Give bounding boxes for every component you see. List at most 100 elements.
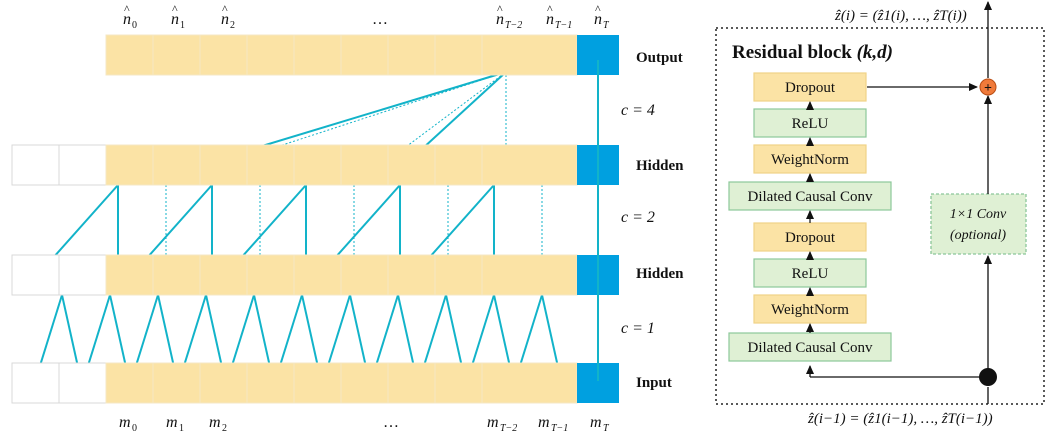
timestep-cell: [481, 144, 578, 186]
timestep-cell: [105, 362, 154, 404]
timestep-cell: [434, 362, 483, 404]
dilated-connections: [33, 71, 563, 386]
svg-text:n: n: [594, 11, 602, 28]
output-label-ellipsis: …: [372, 11, 388, 28]
timestep-cell: [246, 144, 295, 186]
dilation-label-1: c = 1: [621, 320, 655, 337]
layer-label-output: Output: [636, 50, 683, 66]
layer-3: [11, 254, 619, 296]
residual-layer-box: [753, 222, 867, 252]
input-label-m1: m 1: [166, 414, 184, 434]
output-label-n2: n 2 ^: [221, 2, 235, 31]
svg-text:1: 1: [180, 20, 185, 31]
timestep-cell: [246, 362, 295, 404]
residual-layer-box: [728, 181, 892, 211]
timestep-cell: [481, 254, 578, 296]
svg-text:^: ^: [124, 2, 130, 16]
timestep-cell: [340, 144, 389, 186]
svg-text:n: n: [221, 11, 229, 28]
layer-label-input: Input: [636, 375, 672, 391]
svg-text:m: m: [590, 414, 602, 431]
timestep-cell: [199, 144, 248, 186]
padding-cell: [58, 254, 107, 296]
padding-cell: [11, 144, 60, 186]
timestep-cell: [199, 362, 248, 404]
output-label-nT: n T ^: [594, 2, 610, 31]
svg-text:^: ^: [547, 2, 553, 16]
output-label-n1: n 1 ^: [171, 2, 185, 31]
timestep-cell: [152, 254, 201, 296]
conv1x1-optional-label: (optional): [950, 228, 1006, 243]
timestep-cell: [152, 362, 201, 404]
conv1x1-label: 1×1 Conv: [950, 207, 1007, 222]
timestep-cell: [434, 254, 483, 296]
timestep-cell: [340, 254, 389, 296]
svg-text:n: n: [123, 11, 131, 28]
timestep-cell: [199, 34, 248, 76]
residual-block-frame: [715, 27, 1045, 405]
residual-layer-box: [753, 72, 867, 102]
timestep-cell: [152, 34, 201, 76]
conv1x1-optional-box: [930, 193, 1027, 255]
timestep-cell: [340, 362, 389, 404]
timestep-cell: [293, 254, 342, 296]
svg-text:m: m: [166, 414, 178, 431]
residual-layer-label: Dropout: [785, 80, 836, 96]
layer-label-hidden-2: Hidden: [636, 266, 684, 282]
residual-block-title: Residual block (k,d): [732, 42, 893, 63]
svg-text:T−1: T−1: [551, 423, 568, 434]
output-label-nT-2: n T−2 ^: [496, 2, 522, 31]
input-index-labels: m 0 m 1 m 2 … m T−2 m T−1 m T: [119, 414, 610, 434]
residual-layer-label: ReLU: [792, 266, 829, 282]
branch-node: [979, 368, 997, 386]
add-icon: +: [984, 81, 992, 96]
svg-text:1: 1: [179, 423, 184, 434]
timestep-cell: [387, 34, 436, 76]
output-index-labels: n 0 ^ n 1 ^ n 2 ^ … n T−2 ^ n T−1 ^ n T …: [123, 2, 610, 31]
timestep-cell: [293, 362, 342, 404]
residual-layer-label: Dropout: [785, 230, 836, 246]
svg-text:T−1: T−1: [555, 20, 572, 31]
padding-cell: [58, 362, 107, 404]
timestep-cell: [105, 144, 154, 186]
input-formula: ẑ(i−1) = (ẑ1(i−1), …, ẑT(i−1)): [807, 411, 993, 427]
svg-text:^: ^: [172, 2, 178, 16]
svg-text:0: 0: [132, 423, 137, 434]
svg-text:0: 0: [132, 20, 137, 31]
timestep-cell: [199, 254, 248, 296]
residual-layer-label: WeightNorm: [771, 152, 849, 168]
input-label-mT-2: m T−2: [487, 414, 517, 434]
input-label-mT: m T: [590, 414, 610, 434]
svg-text:m: m: [487, 414, 499, 431]
residual-layer-label: Dilated Causal Conv: [748, 340, 873, 356]
dilation-4-dotted-connection: [354, 71, 507, 186]
timestep-cell: [152, 144, 201, 186]
output-label-n0: n 0 ^: [123, 2, 137, 31]
input-label-mT-1: m T−1: [538, 414, 568, 434]
timestep-cell: [293, 144, 342, 186]
padding-cell: [58, 144, 107, 186]
svg-text:T: T: [603, 423, 610, 434]
timestep-cell: [105, 254, 154, 296]
timestep-cell: [340, 34, 389, 76]
svg-text:^: ^: [222, 2, 228, 16]
svg-text:T: T: [603, 20, 610, 31]
timestep-cell: [434, 144, 483, 186]
padding-cell: [11, 362, 60, 404]
timestep-cell: [105, 34, 154, 76]
output-formula: ẑ(i) = (ẑ1(i), …, ẑT(i)): [834, 8, 967, 24]
output-label-nT-1: n T−1 ^: [546, 2, 572, 31]
svg-text:T−2: T−2: [500, 423, 517, 434]
input-label-ellipsis: …: [383, 414, 399, 431]
svg-text:n: n: [546, 11, 554, 28]
padding-cell: [11, 254, 60, 296]
layer-2: [11, 144, 619, 186]
layer-4: [11, 362, 619, 404]
svg-text:n: n: [171, 11, 179, 28]
residual-layer-box: [753, 108, 867, 138]
svg-text:2: 2: [222, 423, 227, 434]
timestep-cell: [246, 254, 295, 296]
timestep-cell: [387, 144, 436, 186]
